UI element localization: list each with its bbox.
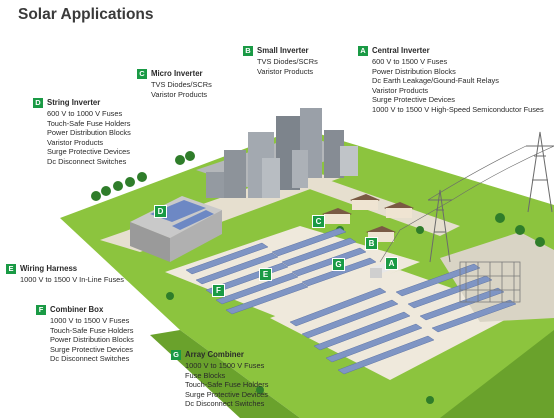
scene-marker-e: E: [259, 268, 272, 281]
solar-field-pad-right: [270, 270, 520, 380]
callout-item: Varistor Products: [257, 66, 314, 76]
badge-e: E: [6, 264, 16, 274]
callout-item: Touch-Safe Fuse Holders: [185, 380, 269, 390]
callout-item: TVS Diodes/SCRs: [257, 57, 318, 66]
badge-d: D: [33, 98, 43, 108]
ground-right-edge: [440, 330, 554, 418]
callout-item: 600 V to 1000 V Fuses: [47, 109, 123, 118]
callout-item: Varistor Products: [47, 137, 104, 147]
callout-combiner-box: F Combiner Box 1000 V to 1500 V Fuses Tou…: [36, 305, 134, 364]
callout-wiring-harness: E Wiring Harness 1000 V to 1500 V In-Line…: [6, 264, 124, 285]
scene-marker-d: D: [154, 205, 167, 218]
badge-b: B: [243, 46, 253, 56]
callout-array-combiner: G Array Combiner 1000 V to 1500 V Fuses F…: [171, 350, 268, 409]
solar-panel-array-left: [185, 227, 377, 315]
callout-item: Fuse Blocks: [185, 370, 226, 380]
badge-f: F: [36, 305, 46, 315]
callout-item: Surge Protective Devices: [185, 389, 268, 399]
transmission-towers: [379, 131, 554, 263]
page-title: Solar Applications: [18, 6, 154, 23]
houses: [322, 194, 414, 242]
callout-item: 1000 V to 1500 V Fuses: [50, 316, 130, 325]
office-building: [130, 196, 222, 262]
callout-item: 1000 V to 1500 V High-Speed Semiconducto…: [372, 104, 544, 114]
callout-micro-inverter: C Micro Inverter TVS Diodes/SCRs Varistor…: [137, 69, 212, 99]
callout-item: 1000 V to 1500 V Fuses: [185, 361, 265, 370]
callout-item: Dc Disconnect Switches: [50, 354, 130, 364]
city-buildings: [196, 108, 358, 198]
scene-marker-a: A: [385, 257, 398, 270]
trees: [91, 151, 545, 404]
callout-item: 600 V to 1500 V Fuses: [372, 57, 448, 66]
solar-panel-array-right: [289, 263, 517, 375]
callout-item: 1000 V to 1500 V In-Line Fuses: [20, 275, 124, 284]
badge-c: C: [137, 69, 147, 79]
callout-heading: Combiner Box: [50, 305, 104, 315]
badge-a: A: [358, 46, 368, 56]
scene-marker-c: C: [312, 215, 325, 228]
callout-item: Power Distribution Blocks: [47, 128, 131, 138]
callout-item: Touch-Safe Fuse Holders: [50, 325, 134, 335]
callout-item: Varistor Products: [151, 89, 208, 99]
callout-string-inverter: D String Inverter 600 V to 1000 V Fuses T…: [33, 98, 131, 167]
scene-marker-f: F: [212, 284, 225, 297]
callout-item: Power Distribution Blocks: [372, 66, 456, 76]
scene-marker-g: G: [332, 258, 345, 271]
callout-item: Power Distribution Blocks: [50, 335, 134, 345]
callout-item: Dc Disconnect Switches: [185, 399, 265, 409]
callout-item: Surge Protective Devices: [50, 344, 133, 354]
callout-item: Varistor Products: [372, 85, 429, 95]
ground-edge: [150, 330, 300, 418]
callout-item: Touch-Safe Fuse Holders: [47, 118, 131, 128]
callout-heading: String Inverter: [47, 98, 101, 108]
callout-item: Dc Earth Leakage/Gound-Fault Relays: [372, 76, 499, 86]
callout-heading: Central Inverter: [372, 46, 430, 56]
callout-heading: Micro Inverter: [151, 69, 203, 79]
badge-g: G: [171, 350, 181, 360]
callout-small-inverter: B Small Inverter TVS Diodes/SCRs Varistor…: [243, 46, 318, 76]
callout-heading: Array Combiner: [185, 350, 244, 360]
scene-marker-b: B: [365, 237, 378, 250]
callout-heading: Wiring Harness: [20, 264, 78, 274]
callout-heading: Small Inverter: [257, 46, 309, 56]
substation: [459, 261, 521, 303]
callout-item: TVS Diodes/SCRs: [151, 80, 212, 89]
callout-item: Dc Disconnect Switches: [47, 156, 127, 166]
callout-item: Surge Protective Devices: [372, 95, 455, 105]
callout-item: Surge Protective Devices: [47, 147, 130, 157]
